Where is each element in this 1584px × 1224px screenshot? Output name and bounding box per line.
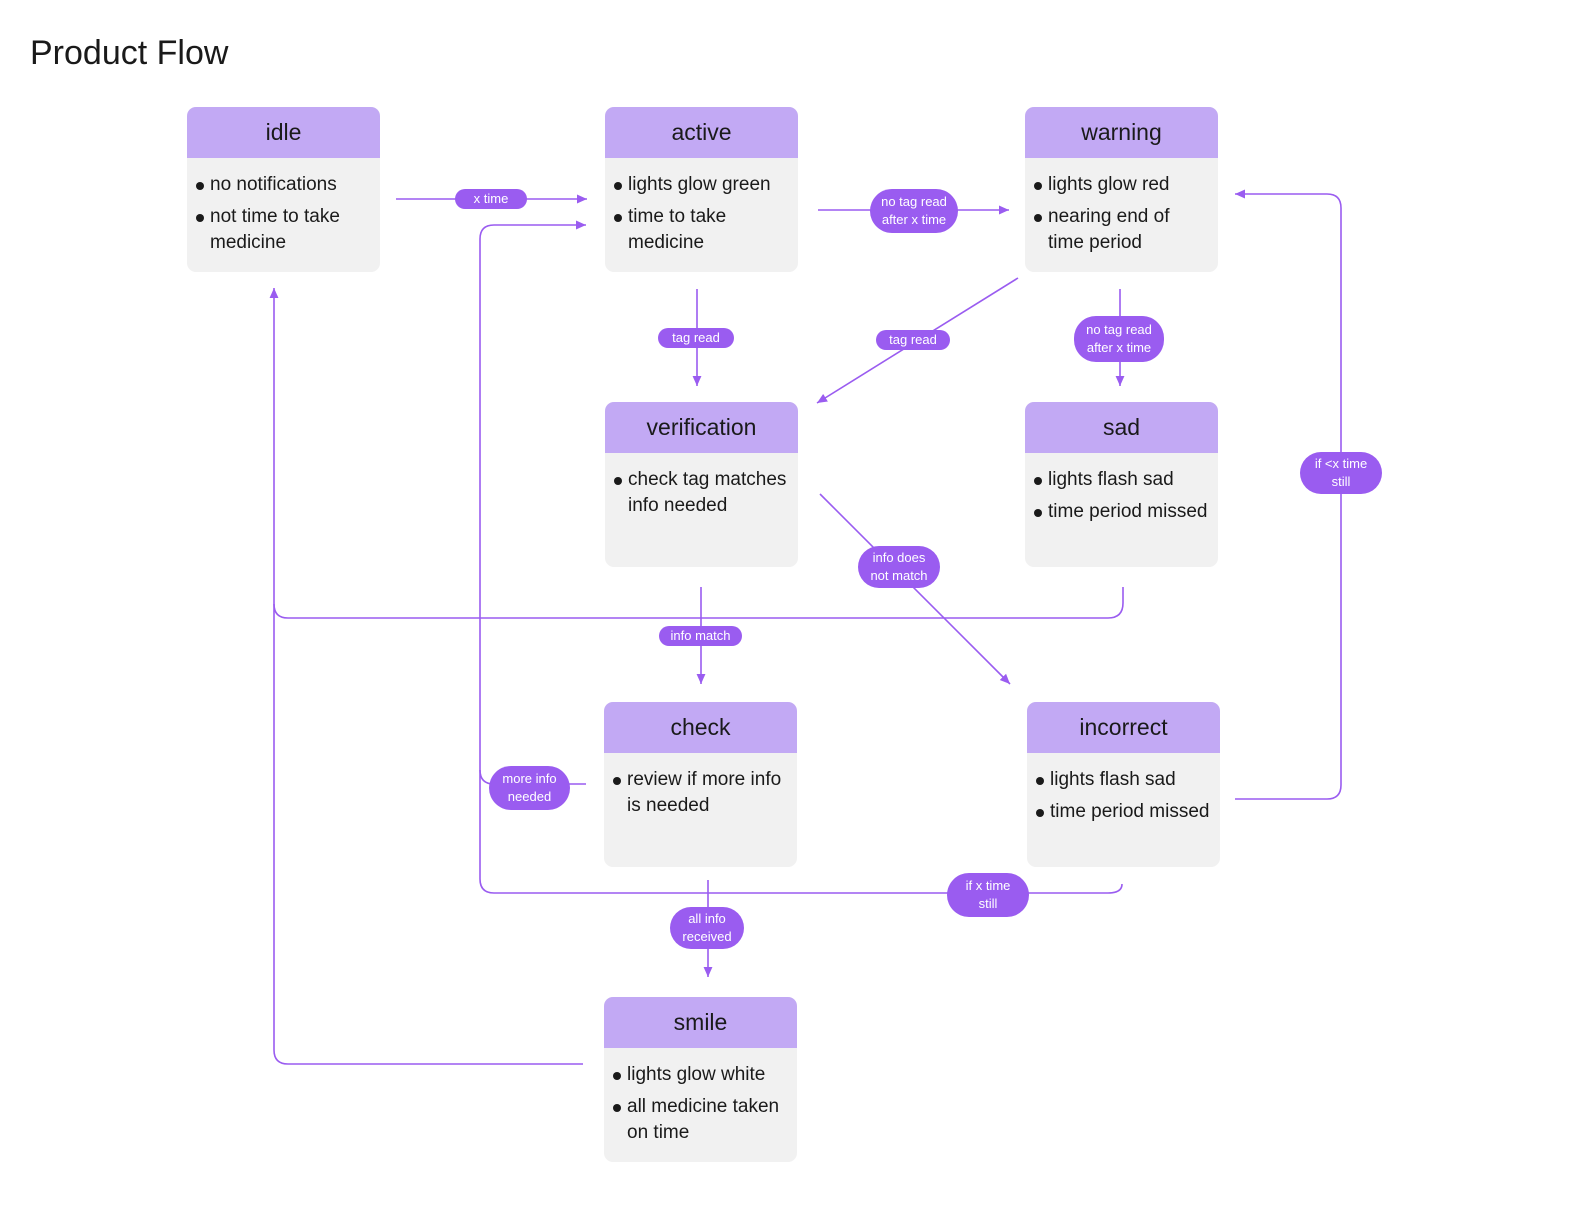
state-smile: smile lights glow white all medicine tak… <box>604 997 797 1162</box>
state-smile-item: all medicine taken on time <box>612 1094 787 1146</box>
state-sad-item: lights flash sad <box>1033 467 1208 493</box>
edge-label-verification-to-incorrect: info does not match <box>858 546 940 588</box>
state-idle-title: idle <box>187 107 380 158</box>
edge-incorrect-to-active <box>479 770 1123 894</box>
state-incorrect-item: lights flash sad <box>1035 767 1210 793</box>
edge-label-idle-to-active: x time <box>455 189 527 209</box>
state-warning-title: warning <box>1025 107 1218 158</box>
edge-incorrect-to-warning <box>1235 189 1342 800</box>
edge-label-incorrect-to-warning: if <x time still <box>1300 452 1382 494</box>
state-sad: sad lights flash sad time period missed <box>1025 402 1218 567</box>
state-active: active lights glow green time to take me… <box>605 107 798 272</box>
edge-label-active-to-warning: no tag read after x time <box>870 189 958 233</box>
state-sad-title: sad <box>1025 402 1218 453</box>
state-incorrect: incorrect lights flash sad time period m… <box>1027 702 1220 867</box>
edge-label-warning-to-sad: no tag read after x time <box>1074 316 1164 362</box>
state-warning: warning lights glow red nearing end of t… <box>1025 107 1218 272</box>
edge-smile-to-idle <box>273 604 583 1065</box>
edge-verification-to-incorrect <box>819 493 1011 685</box>
state-incorrect-title: incorrect <box>1027 702 1220 753</box>
edge-label-verification-to-check: info match <box>659 626 742 646</box>
state-active-item: lights glow green <box>613 172 788 198</box>
edge-check-to-active <box>479 220 586 785</box>
state-active-title: active <box>605 107 798 158</box>
edge-label-warning-to-verification: tag read <box>876 330 950 350</box>
state-warning-item: nearing end of time period <box>1033 204 1208 256</box>
edge-label-active-to-verification: tag read <box>658 328 734 348</box>
state-smile-title: smile <box>604 997 797 1048</box>
state-incorrect-item: time period missed <box>1035 799 1210 825</box>
state-idle-item: no notifications <box>195 172 370 198</box>
state-warning-item: lights glow red <box>1033 172 1208 198</box>
state-check-item: review if more info is needed <box>612 767 787 819</box>
state-verification-item: check tag matches info needed <box>613 467 788 519</box>
state-verification-title: verification <box>605 402 798 453</box>
edge-label-check-to-active: more info needed <box>489 766 570 810</box>
state-idle-item: not time to take medicine <box>195 204 370 256</box>
state-smile-item: lights glow white <box>612 1062 787 1088</box>
state-check-title: check <box>604 702 797 753</box>
edge-label-check-to-smile: all info received <box>670 907 744 949</box>
edge-label-incorrect-to-active: if x time still <box>947 873 1029 917</box>
state-check: check review if more info is needed <box>604 702 797 867</box>
state-verification: verification check tag matches info need… <box>605 402 798 567</box>
page-title: Product Flow <box>30 34 229 72</box>
state-active-item: time to take medicine <box>613 204 788 256</box>
state-sad-item: time period missed <box>1033 499 1208 525</box>
state-idle: idle no notifications not time to take m… <box>187 107 380 272</box>
